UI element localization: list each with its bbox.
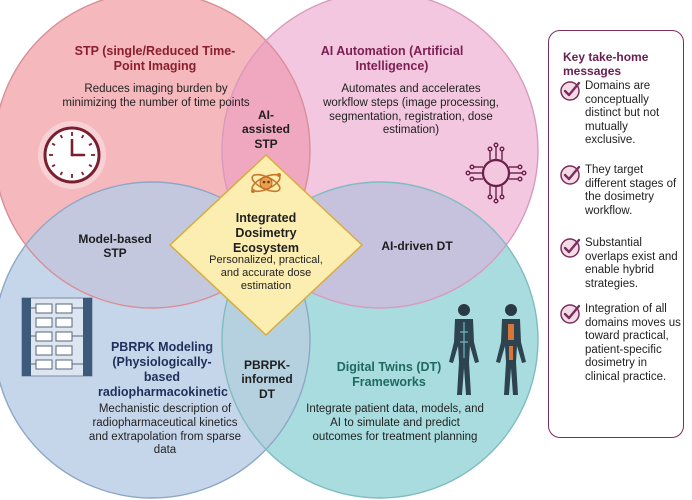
- pbrpk-title: PBRPK Modeling (Physiologically-based ra…: [98, 340, 228, 399]
- take-home-text: Substantial overlaps exist and enable hy…: [585, 237, 678, 290]
- checkmark-icon: [560, 165, 581, 185]
- human-body-icon: [449, 304, 526, 395]
- digital-twins-title: Digital Twins (DT) Frameworks: [336, 360, 442, 389]
- checkmark-icon: [560, 304, 581, 324]
- take-home-text: Integration of all domains moves us towa…: [585, 303, 681, 383]
- center-description: Personalized, practical, and accurate do…: [209, 254, 323, 293]
- compartment-model-icon: [21, 297, 93, 377]
- take-home-text: Domains are conceptually distinct but no…: [585, 80, 660, 147]
- stp-description: Reduces imaging burden by minimizing the…: [62, 83, 250, 109]
- center-diamond: [168, 153, 364, 337]
- ai-assisted-stp-label: AI-assisted STP: [241, 108, 291, 151]
- model-based-stp-label: Model-based STP: [78, 232, 152, 261]
- atom-molecule-icon: [251, 173, 281, 193]
- checkmark-icon: [560, 81, 581, 101]
- ai-chip-icon: [465, 142, 527, 204]
- pbrpk-description: Mechanistic description of radiopharmace…: [88, 403, 242, 457]
- take-home-title: Key take-home messages: [563, 50, 649, 78]
- center-title: Integrated Dosimetry Ecosystem: [232, 211, 299, 255]
- pbrpk-informed-dt-label: PBRPK-informed DT: [241, 358, 293, 401]
- digital-twins-description: Integrate patient data, models, and AI t…: [306, 403, 484, 443]
- stp-title: STP (single/Reduced Time-Point Imaging: [74, 44, 236, 73]
- ai-automation-description: Automates and accelerates workflow steps…: [323, 83, 499, 137]
- take-home-panel: Key take-home messages Domains are conce…: [548, 30, 684, 438]
- clock-icon: [38, 121, 106, 189]
- take-home-text: They target different stages of the dosi…: [585, 164, 677, 217]
- ai-automation-title: AI Automation (Artificial Intelligence): [320, 44, 464, 73]
- checkmark-icon: [560, 238, 581, 258]
- ai-driven-dt-label: AI-driven DT: [381, 239, 453, 253]
